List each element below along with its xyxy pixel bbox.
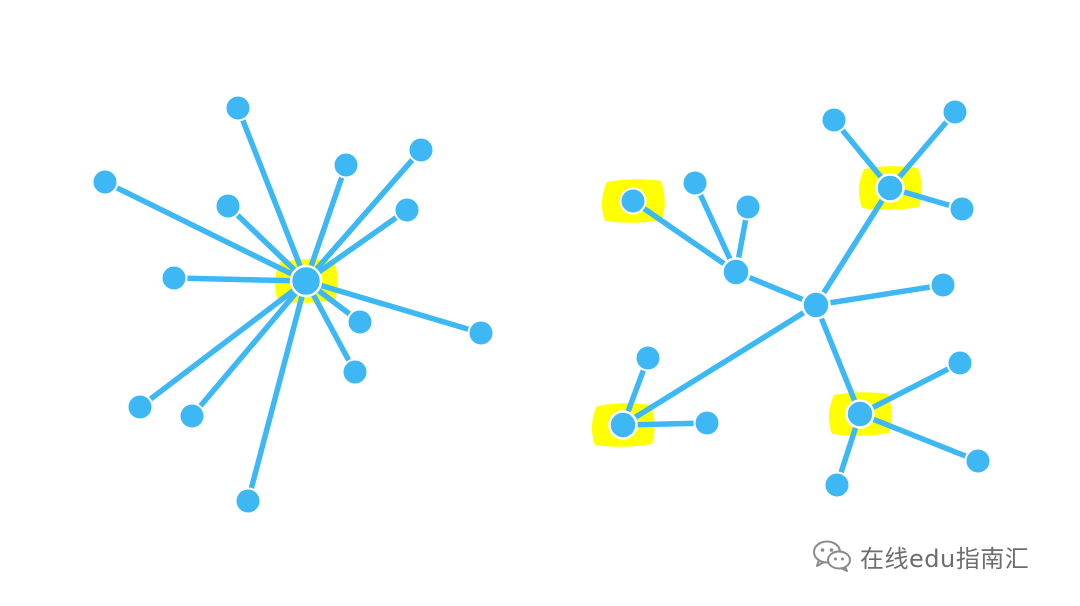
edge-hub-s2 bbox=[102, 179, 309, 284]
edge-hub-s4 bbox=[303, 162, 349, 284]
edge-c-d bbox=[813, 302, 863, 417]
watermark: 在线edu指南汇 bbox=[812, 536, 1029, 576]
node-a bbox=[721, 257, 751, 287]
node-b2 bbox=[941, 98, 969, 126]
node-a3 bbox=[734, 193, 762, 221]
edge-c-e bbox=[620, 302, 819, 428]
edge-c-b bbox=[813, 185, 893, 308]
node-hub bbox=[289, 264, 323, 298]
edge-a-a1 bbox=[630, 198, 739, 275]
node-b bbox=[875, 173, 905, 203]
edge-d-d2 bbox=[857, 411, 981, 464]
edge-hub-s5 bbox=[303, 147, 424, 284]
edge-b-b2 bbox=[887, 109, 958, 191]
node-s11 bbox=[178, 402, 206, 430]
tree-network-diagram bbox=[591, 98, 992, 499]
node-d1 bbox=[946, 349, 974, 377]
edge-hub-s12 bbox=[137, 278, 309, 410]
node-c bbox=[801, 290, 831, 320]
node-b1 bbox=[820, 106, 848, 134]
node-a2 bbox=[681, 169, 709, 197]
node-s13 bbox=[234, 487, 262, 515]
edge-hub-s11 bbox=[189, 278, 309, 419]
node-s9 bbox=[467, 319, 495, 347]
node-s4 bbox=[332, 151, 360, 179]
node-s5 bbox=[407, 136, 435, 164]
edge-c-r bbox=[813, 282, 946, 308]
node-r bbox=[929, 271, 957, 299]
edge-hub-s6 bbox=[303, 207, 410, 284]
node-d bbox=[845, 399, 875, 429]
node-e bbox=[608, 410, 638, 440]
node-s12 bbox=[126, 393, 154, 421]
node-e2 bbox=[693, 409, 721, 437]
watermark-text: 在线edu指南汇 bbox=[860, 544, 1030, 573]
edge-hub-s10 bbox=[303, 278, 358, 375]
node-a1 bbox=[619, 187, 647, 215]
edge-d-d1 bbox=[857, 360, 963, 417]
node-s1 bbox=[224, 94, 252, 122]
edge-hub-s9 bbox=[303, 278, 484, 336]
node-s8 bbox=[346, 308, 374, 336]
edge-hub-s3 bbox=[225, 203, 309, 284]
node-b3 bbox=[948, 195, 976, 223]
node-d3 bbox=[823, 471, 851, 499]
node-e1 bbox=[634, 344, 662, 372]
node-s7 bbox=[160, 264, 188, 292]
node-s10 bbox=[341, 358, 369, 386]
edge-a-a2 bbox=[692, 180, 739, 275]
node-s6 bbox=[393, 196, 421, 224]
node-d2 bbox=[964, 447, 992, 475]
star-network-diagram bbox=[91, 94, 495, 515]
node-s2 bbox=[91, 168, 119, 196]
wechat-icon bbox=[813, 540, 851, 572]
edge-hub-s7 bbox=[171, 275, 309, 284]
node-s3 bbox=[214, 192, 242, 220]
edge-hub-s13 bbox=[245, 278, 309, 504]
edge-hub-s1 bbox=[235, 105, 309, 284]
